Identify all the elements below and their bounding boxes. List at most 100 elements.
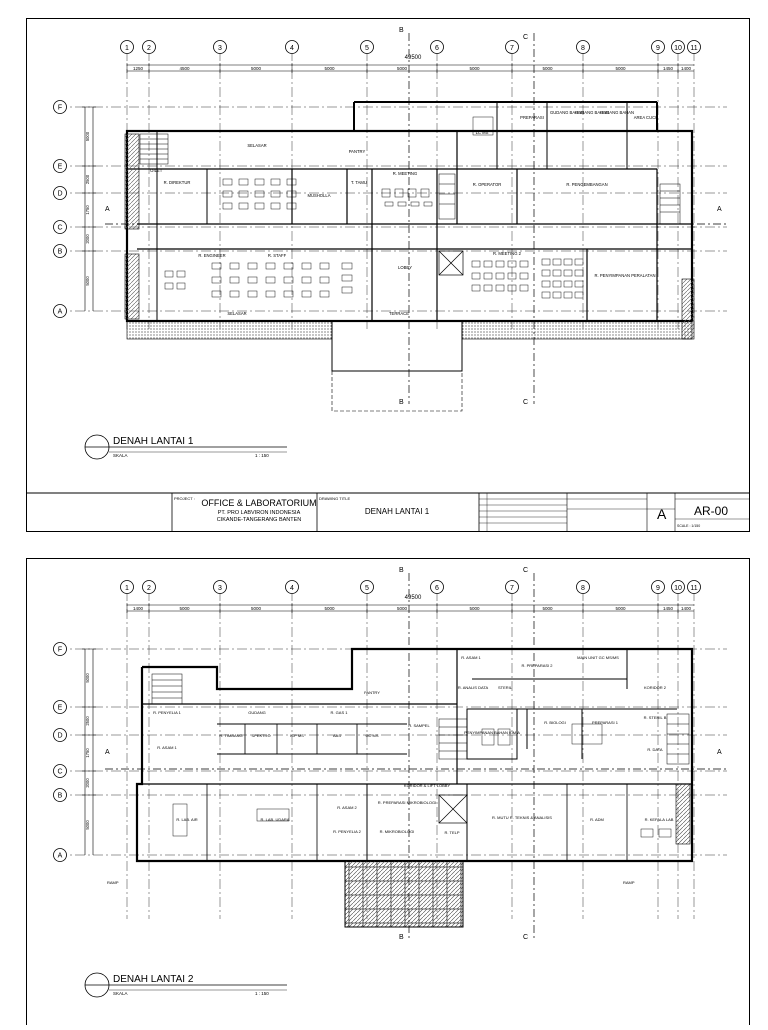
section-marker-c-top: C	[523, 34, 528, 41]
dimension-label: 1250	[133, 66, 144, 71]
desk-icon	[507, 272, 517, 280]
overall-dimension: 49500	[405, 595, 422, 601]
stair-right	[659, 183, 681, 225]
desk-icon	[270, 178, 281, 186]
grid-bubble	[285, 580, 299, 594]
desk-icon	[483, 260, 493, 268]
grid-bubble	[360, 580, 374, 594]
stair-right	[666, 713, 690, 765]
grid-column-label: 9	[656, 585, 660, 592]
dimension-label: 5000	[615, 66, 626, 71]
room-label: R. DATA	[647, 747, 663, 752]
grid-row-label: B	[58, 249, 63, 256]
room-label: T. TAMU	[351, 180, 367, 185]
grid-column-label: 8	[581, 585, 585, 592]
side-label-left: RAMP	[107, 880, 119, 885]
grid-bubble	[505, 580, 519, 594]
caption-title: DENAH LANTAI 1	[113, 436, 194, 447]
grid-row-label: E	[58, 705, 63, 712]
grid-bubble	[430, 580, 444, 594]
desk-icon	[574, 269, 584, 277]
desk-icon	[176, 282, 186, 290]
grid-column-label: 9	[656, 45, 660, 52]
room-label: R. ASAM 2	[337, 805, 357, 810]
row-dimension-label: 2500	[85, 174, 90, 184]
grid-bubble	[53, 220, 67, 234]
desk-icon	[176, 270, 186, 278]
room-label: GUDANG BAHAN	[575, 110, 609, 115]
caption-scale: 1 : 150	[255, 991, 269, 996]
room-label: GUDANG	[248, 710, 266, 715]
drawing-title-label: DRAWING TITLE	[319, 496, 350, 501]
grid-bubble	[687, 40, 701, 54]
room-label: PANTRY	[364, 690, 380, 695]
room-label: R. TELP	[444, 830, 459, 835]
stair-center	[438, 173, 456, 220]
desk-icon	[254, 190, 265, 198]
room-label: R. KEPALA LAB	[645, 817, 674, 822]
desk-icon	[341, 274, 353, 282]
desk-icon	[254, 178, 265, 186]
room-label: MUSHOLLA	[307, 193, 330, 198]
desk-icon	[211, 262, 222, 270]
room-label: STERIL	[498, 685, 513, 690]
canopy-grid	[344, 860, 464, 928]
desk-icon	[571, 723, 603, 745]
desk-icon	[472, 116, 494, 136]
grid-column-label: 4	[290, 45, 294, 52]
desk-icon	[222, 178, 233, 186]
row-dimension-label: 2500	[85, 716, 90, 726]
dimension-label: 1400	[133, 606, 144, 611]
grid-bubble	[651, 40, 665, 54]
desk-icon	[229, 276, 240, 284]
desk-icon	[541, 291, 551, 299]
room-label: GC MS	[365, 733, 378, 738]
room-label: PANTRY	[349, 149, 366, 154]
grid-row-label: A	[58, 309, 63, 316]
room-label: R. ADM	[590, 817, 604, 822]
caption-scale-label: SKALA	[113, 991, 128, 996]
grid-bubble	[213, 40, 227, 54]
project-location: CIKANDE-TANGERANG BANTEN	[217, 517, 302, 523]
grid-column-label: 2	[147, 45, 151, 52]
desk-icon	[265, 276, 276, 284]
desk-icon	[283, 290, 294, 298]
grid-column-label: 5	[365, 45, 369, 52]
grid-bubble	[53, 764, 67, 778]
dimension-label: 5000	[469, 606, 480, 611]
room-label: R. MEETING 2	[493, 251, 522, 256]
scale-note: SCALE : 1/150	[677, 524, 700, 528]
room-label: MAIN UNIT GC MS/MS	[577, 655, 619, 660]
desk-icon	[410, 201, 420, 207]
room-label: R. MEETING	[393, 171, 417, 176]
sheet-number: AR-00	[694, 504, 728, 518]
section-marker-b-top: B	[399, 27, 404, 34]
caption-scale: 1 : 150	[255, 453, 269, 458]
desk-icon	[286, 190, 297, 198]
grid-row-label: C	[57, 769, 62, 776]
desk-icon	[507, 260, 517, 268]
caption-scale-label: SKALA	[113, 453, 128, 458]
desk-icon	[247, 276, 258, 284]
grid-column-label: 6	[435, 585, 439, 592]
room-label: ICP MS	[290, 733, 304, 738]
grid-bubble	[505, 40, 519, 54]
desk-icon	[541, 258, 551, 266]
grid-bubble	[53, 304, 67, 318]
desk-icon	[384, 201, 394, 207]
desk-icon	[238, 202, 249, 210]
dimension-label: 5000	[251, 66, 262, 71]
desk-icon	[381, 188, 391, 198]
revision-letter: A	[657, 506, 667, 522]
room-label: R. GAS 1	[331, 710, 349, 715]
desk-icon	[319, 262, 330, 270]
room-label: KORIDOR 2	[644, 685, 667, 690]
grid-column-label: 8	[581, 45, 585, 52]
room-label: R. LAB. AIR	[176, 817, 197, 822]
desk-icon	[483, 284, 493, 292]
stair-left	[139, 133, 169, 165]
desk-icon	[270, 190, 281, 198]
grid-row-label: B	[58, 793, 63, 800]
desk-icon	[519, 260, 529, 268]
desk-icon	[552, 291, 562, 299]
